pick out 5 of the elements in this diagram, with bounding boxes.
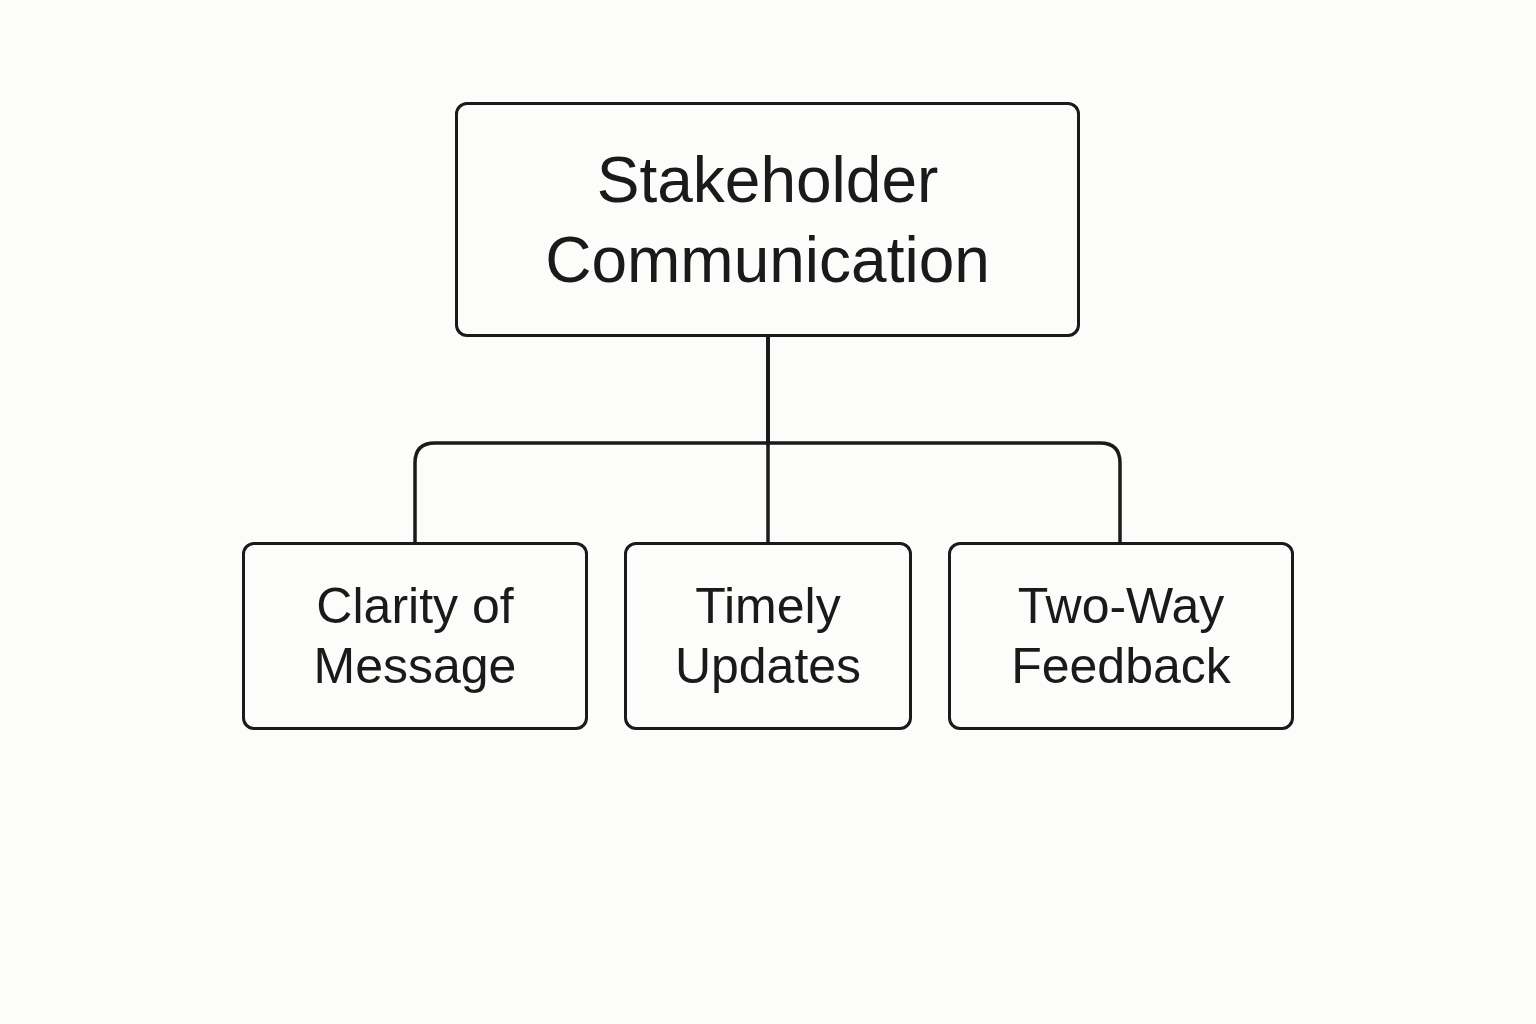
topic-box: Clarity of Message bbox=[242, 542, 588, 730]
topic-box: Two-Way Feedback bbox=[948, 542, 1294, 730]
connector-line bbox=[766, 337, 1122, 542]
root-box: Stakeholder Communication bbox=[455, 102, 1080, 337]
topic-box: Timely Updates bbox=[624, 542, 912, 730]
